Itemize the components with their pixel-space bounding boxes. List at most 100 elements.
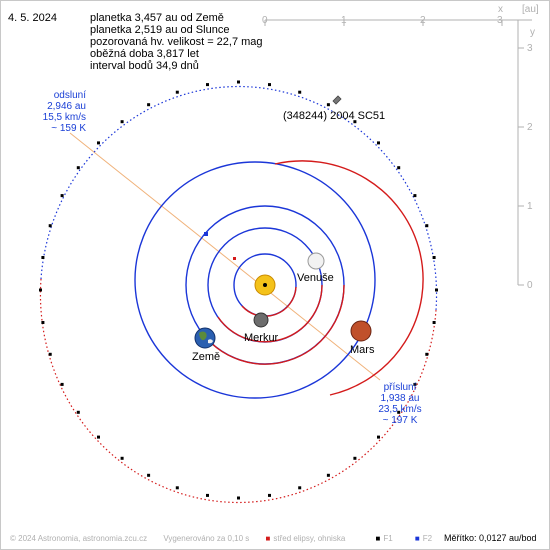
footer-legend-f2: ■F2 bbox=[414, 534, 433, 543]
interval-point bbox=[413, 194, 417, 198]
mars-orbit-east bbox=[274, 160, 424, 396]
interval-point bbox=[97, 141, 100, 145]
venus-orbit-south bbox=[217, 284, 323, 343]
info-distance-earth: planetka 3,457 au od Země bbox=[90, 12, 224, 24]
interval-point bbox=[397, 410, 401, 414]
interval-point bbox=[377, 435, 380, 439]
interval-point bbox=[76, 166, 80, 170]
interval-point bbox=[120, 456, 124, 460]
info-period: oběžná doba 3,817 let bbox=[90, 48, 199, 60]
sun bbox=[254, 274, 276, 296]
perihelion-speed: 23,5 km/s bbox=[378, 404, 422, 415]
info-panel: planetka 3,457 au od Země planetka 2,519… bbox=[90, 12, 263, 72]
earth-orbit-south bbox=[199, 284, 345, 365]
aphelion-distance: 2,946 au bbox=[47, 101, 86, 112]
info-interval: interval bodů 34,9 dnů bbox=[90, 60, 199, 72]
interval-point bbox=[268, 83, 271, 87]
interval-point bbox=[41, 256, 45, 259]
perihelion-temp: ~ 197 K bbox=[382, 415, 418, 426]
footer-generated: Vygenerováno za 0,10 s bbox=[163, 534, 250, 543]
interval-point bbox=[60, 382, 64, 386]
info-magnitude: pozorovaná hv. velikost = 22,7 mag bbox=[90, 36, 263, 48]
venus-label: Venuše bbox=[297, 272, 334, 284]
right-axis-tick-0: 0 bbox=[527, 280, 533, 291]
top-axis-tick-3: 3 bbox=[497, 15, 503, 26]
earth-planet bbox=[194, 327, 216, 349]
interval-point bbox=[76, 410, 80, 414]
interval-point bbox=[237, 80, 240, 84]
interval-point bbox=[353, 456, 357, 460]
scale-note: Měřítko: 0,0127 au/bod bbox=[444, 533, 537, 543]
right-axis-tick-3: 3 bbox=[527, 43, 533, 54]
venus-planet bbox=[307, 252, 325, 270]
interval-point bbox=[120, 120, 124, 124]
interval-point bbox=[377, 141, 380, 145]
perihelion-distance: 1,938 au bbox=[380, 393, 420, 404]
interval-point bbox=[237, 496, 240, 500]
right-axis-tick-2: 2 bbox=[527, 122, 533, 133]
interval-point bbox=[425, 352, 429, 356]
mercury-label: Merkur bbox=[244, 332, 279, 344]
interval-point bbox=[147, 473, 151, 477]
interval-point bbox=[432, 321, 436, 324]
interval-point bbox=[413, 382, 417, 386]
interval-point bbox=[326, 103, 330, 107]
earth-label: Země bbox=[192, 351, 221, 363]
asteroid-orbit-north bbox=[40, 85, 438, 311]
perihelion-title: přísluní bbox=[383, 382, 417, 393]
interval-point bbox=[425, 224, 429, 228]
top-axis-unit: [au] bbox=[522, 4, 539, 15]
interval-point bbox=[39, 288, 42, 292]
interval-point bbox=[435, 288, 438, 292]
interval-point bbox=[48, 224, 52, 228]
asteroid-orbit bbox=[39, 85, 438, 504]
mars-planet bbox=[350, 320, 372, 342]
info-distance-sun: planetka 2,519 au od Slunce bbox=[90, 24, 230, 36]
aphelion-temp: ~ 159 K bbox=[51, 123, 86, 134]
apsis-line bbox=[69, 132, 381, 381]
interval-point bbox=[48, 352, 52, 356]
mercury-orbit-south bbox=[241, 286, 297, 317]
interval-point bbox=[397, 166, 401, 170]
mars-orbit bbox=[134, 161, 376, 399]
interval-point bbox=[41, 321, 45, 324]
footer-legend-f1: ■F1 bbox=[375, 534, 393, 543]
interval-point bbox=[432, 256, 436, 259]
top-axis-tick-2: 2 bbox=[420, 15, 426, 26]
right-axis-tick-1: 1 bbox=[527, 201, 533, 212]
ellipse-center-marker bbox=[233, 257, 236, 260]
interval-point bbox=[268, 493, 271, 497]
mercury-planet bbox=[253, 312, 269, 328]
interval-point bbox=[206, 83, 209, 87]
interval-point bbox=[147, 103, 151, 107]
mars-label: Mars bbox=[350, 344, 375, 356]
aphelion-speed: 15,5 km/s bbox=[42, 112, 86, 123]
footer-copyright: © 2024 Astronomia, astronomia.zcu.cz bbox=[10, 534, 148, 543]
aphelion-title: odsluní bbox=[53, 90, 86, 101]
asteroid-marker bbox=[332, 95, 342, 105]
top-axis-x-label: x bbox=[498, 4, 503, 15]
interval-point bbox=[298, 486, 302, 490]
interval-point bbox=[175, 486, 179, 490]
right-axis-y-label: y bbox=[530, 27, 535, 38]
interval-point bbox=[175, 90, 179, 94]
footer: © 2024 Astronomia, astronomia.zcu.cz Vyg… bbox=[10, 534, 460, 543]
top-axis-tick-0: 0 bbox=[262, 15, 268, 26]
asteroid-orbit-south bbox=[39, 278, 437, 504]
interval-point bbox=[60, 194, 64, 198]
top-axis-tick-1: 1 bbox=[341, 15, 347, 26]
interval-point bbox=[353, 120, 357, 124]
top-axis: 0 1 2 3 x [au] bbox=[262, 4, 539, 26]
interval-point bbox=[326, 473, 330, 477]
interval-point bbox=[206, 493, 209, 497]
date: 4. 5. 2024 bbox=[8, 12, 57, 24]
interval-point bbox=[97, 435, 100, 439]
interval-point bbox=[298, 90, 302, 94]
right-axis: 3 2 1 0 y bbox=[517, 20, 535, 291]
asteroid-name: (348244) 2004 SC51 bbox=[283, 110, 386, 122]
focus-f2-marker bbox=[204, 232, 208, 236]
footer-legend-center: ■střed elipsy, ohniska bbox=[265, 534, 346, 543]
aphelion-label: odsluní 2,946 au 15,5 km/s ~ 159 K bbox=[30, 90, 86, 134]
perihelion-label: přísluní 1,938 au 23,5 km/s ~ 197 K bbox=[372, 382, 428, 426]
